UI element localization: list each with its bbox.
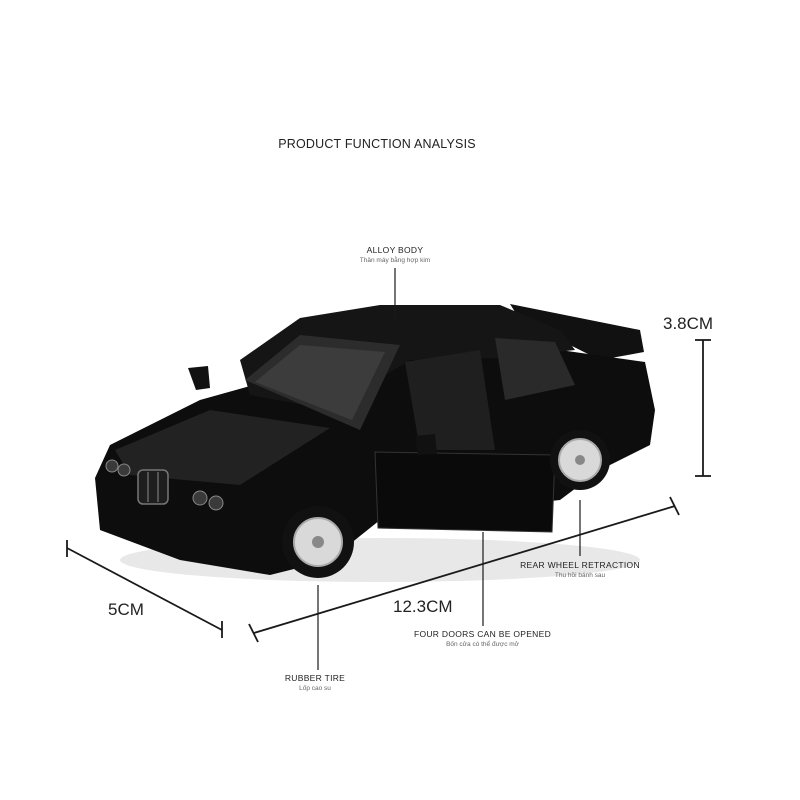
rubber-tire-callout: RUBBER TIRE Lốp cao su: [265, 673, 365, 693]
alloy-body-callout: ALLOY BODY Thân máy bằng hợp kim: [345, 245, 445, 265]
rear-wheel-label: REAR WHEEL RETRACTION: [520, 560, 640, 570]
four-doors-label: FOUR DOORS CAN BE OPENED: [413, 629, 552, 639]
length-dimension-label: 12.3CM: [393, 597, 453, 616]
four-doors-sublabel: Bốn cửa có thể được mở: [446, 641, 519, 648]
page-title: PRODUCT FUNCTION ANALYSIS: [278, 137, 476, 151]
rubber-tire-sublabel: Lốp cao su: [299, 685, 331, 692]
four-doors-callout: FOUR DOORS CAN BE OPENED Bốn cửa có thể …: [400, 629, 565, 649]
alloy-body-sublabel: Thân máy bằng hợp kim: [359, 257, 431, 264]
height-dimension-label: 3.8CM: [663, 314, 714, 333]
width-dimension-label: 5CM: [108, 600, 144, 619]
height-dimension-line: [695, 339, 711, 477]
rubber-tire-label: RUBBER TIRE: [284, 673, 346, 683]
width-dimension-line: [66, 540, 223, 638]
model-car-image: [95, 304, 655, 582]
rear-wheel-callout: REAR WHEEL RETRACTION Thu hồi bánh sau: [510, 560, 650, 580]
length-dimension-line: [248, 496, 680, 643]
alloy-body-label: ALLOY BODY: [366, 245, 424, 255]
rear-wheel-sublabel: Thu hồi bánh sau: [554, 572, 606, 579]
